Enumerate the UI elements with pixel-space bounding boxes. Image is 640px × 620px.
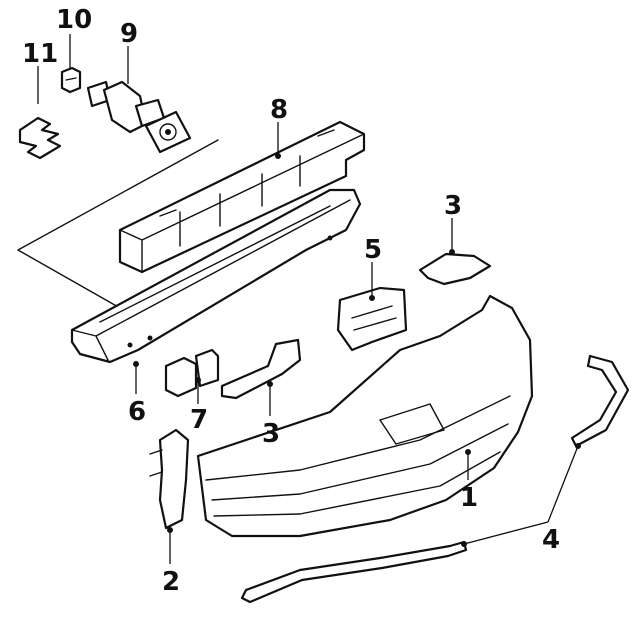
part-9-energy-absorber xyxy=(86,80,192,154)
part-4-molding-upper xyxy=(570,354,630,448)
part-3-upper-bracket xyxy=(418,252,492,286)
callout-7: 7 xyxy=(190,405,208,435)
callout-4: 4 xyxy=(542,525,560,555)
part-4-molding-lower xyxy=(240,540,468,604)
callout-9: 9 xyxy=(120,19,138,49)
callout-2: 2 xyxy=(162,567,180,597)
detail-frame xyxy=(17,139,219,309)
callout-10: 10 xyxy=(56,5,92,35)
part-3-lower-bracket xyxy=(220,338,302,400)
part-2-side-bracket xyxy=(149,428,190,530)
callout-labels: 10 9 11 8 3 5 6 7 3 1 4 2 xyxy=(22,5,560,597)
callout-6: 6 xyxy=(128,397,146,427)
part-7-bracket xyxy=(164,348,220,398)
callout-5: 5 xyxy=(364,235,382,265)
part-5-center-bracket xyxy=(336,286,408,352)
callout-8: 8 xyxy=(270,95,288,125)
part-6-impact-bar xyxy=(70,188,362,364)
callout-1: 1 xyxy=(460,483,478,513)
callout-3-upper: 3 xyxy=(444,191,462,221)
part-8-upper-absorber xyxy=(118,120,366,274)
part-1-bumper-cover xyxy=(196,294,534,538)
part-10-clip xyxy=(60,66,82,94)
callout-3-lower: 3 xyxy=(262,419,280,449)
callout-11: 11 xyxy=(22,39,58,69)
leader-lines xyxy=(37,34,581,564)
part-11-bracket-plate xyxy=(18,116,62,160)
